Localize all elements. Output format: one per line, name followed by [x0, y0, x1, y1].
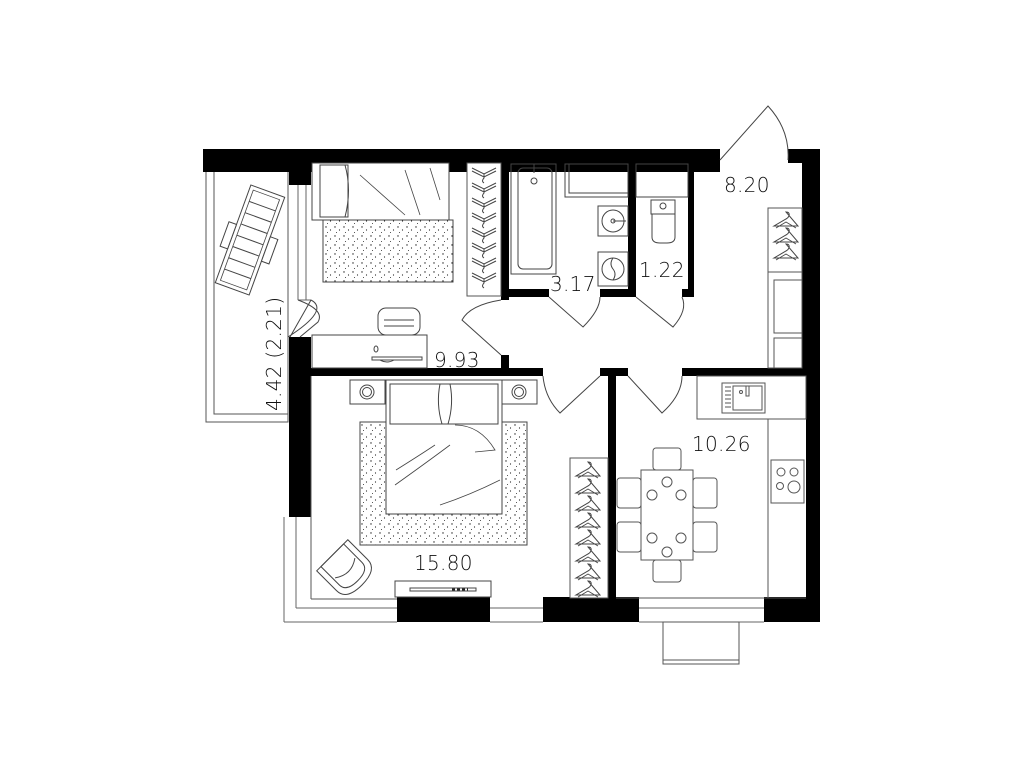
bathtub-icon [510, 163, 557, 275]
dining-chairs-icon [616, 447, 718, 583]
bedroom-small [311, 162, 502, 369]
rug [322, 219, 454, 283]
counter-top [696, 375, 807, 420]
label-hallway-area: 8.20 [724, 173, 770, 197]
kitchen [616, 375, 807, 599]
balcony [205, 169, 289, 423]
nightstand-left-icon [349, 379, 386, 405]
doors [287, 105, 789, 414]
hallway-wardrobe [767, 271, 803, 369]
label-bedroom-small-area: 9.93 [434, 348, 480, 372]
desk-icon [311, 334, 428, 369]
bathroom [510, 163, 629, 287]
desk-chair-icon [377, 307, 421, 336]
single-bed-icon [311, 162, 450, 221]
coat-rack-icon [767, 207, 803, 273]
dining-table-icon [640, 469, 694, 561]
entrance-door [719, 105, 789, 161]
kitchen-balcony [662, 621, 740, 665]
label-balcony-area: 4.42 (2.21) [262, 296, 286, 411]
washing-machine-icon [597, 251, 629, 287]
kitchen-sink-icon [721, 382, 766, 414]
hallway [767, 207, 803, 369]
toilet [635, 163, 689, 244]
label-kitchen-area: 10.26 [692, 432, 751, 456]
sink-icon [597, 205, 629, 237]
hob-icon [770, 459, 805, 504]
double-bed-icon [385, 379, 503, 515]
nightstand-right-icon [501, 379, 538, 405]
wardrobe-icon [466, 162, 502, 297]
label-bedroom-master-area: 15.80 [414, 551, 473, 575]
armchair-icon [316, 539, 372, 595]
tv-stand-icon [394, 580, 492, 598]
label-bathroom-area: 3.17 [550, 272, 596, 296]
label-toilet-area: 1.22 [639, 258, 685, 282]
wardrobe-master-icon [569, 457, 609, 599]
toilet-icon [650, 199, 676, 244]
sun-lounger-icon [214, 184, 286, 296]
bedroom-master [310, 376, 609, 600]
walls [203, 149, 820, 622]
